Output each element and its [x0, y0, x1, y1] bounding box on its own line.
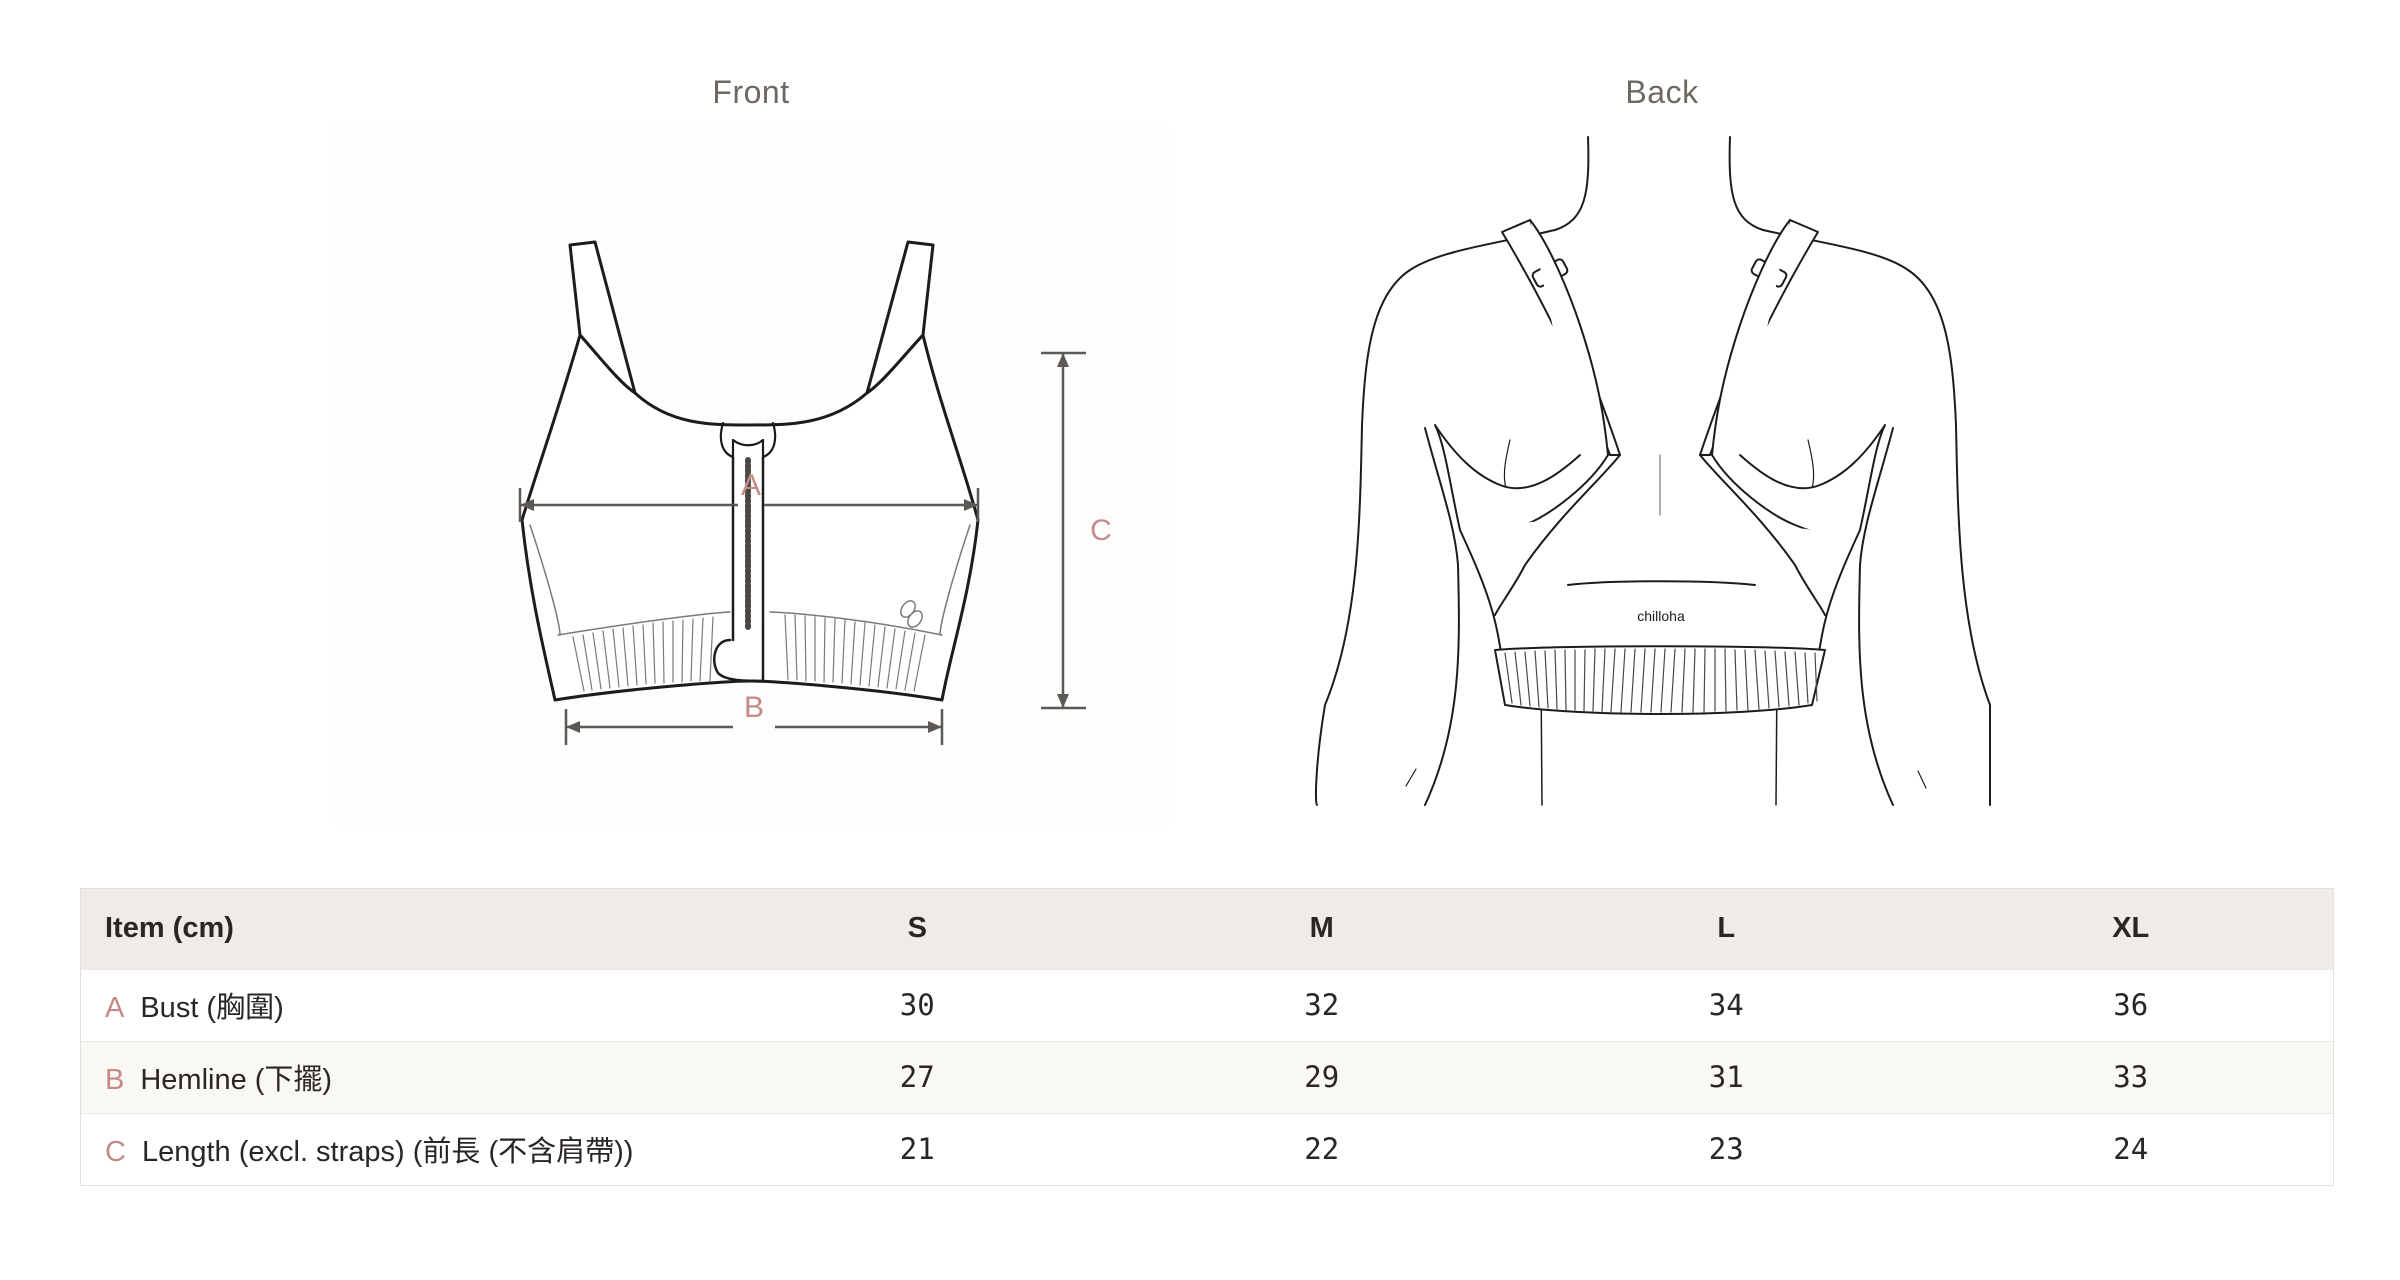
size-header-m: M	[1309, 912, 1334, 945]
brand-text: chilloha	[1637, 608, 1685, 624]
measurement-label-a: A	[741, 469, 761, 502]
row-label: Bust (胸圍)	[140, 992, 284, 1024]
table-cell: 31	[1708, 1060, 1744, 1094]
back-view-label: Back	[1625, 74, 1699, 110]
back-view-diagram: chilloha	[1300, 125, 2040, 825]
row-label: Length (excl. straps) (前長 (不含肩帶))	[141, 1136, 634, 1169]
table-cell: 30	[899, 988, 935, 1022]
table-row-hemline: B Hemline (下擺) 27 29 31 33	[81, 1041, 2333, 1113]
size-header-l: L	[1717, 912, 1736, 945]
measurement-label-b: B	[744, 691, 764, 724]
table-cell: 32	[1304, 988, 1340, 1022]
size-chart-table: Item (cm) S M L XL A Bust (胸圍) 30 32 34 3…	[80, 888, 2334, 1186]
back-bra-illustration: chilloha	[1314, 136, 1992, 806]
table-header-row: Item (cm) S M L XL	[81, 889, 2333, 969]
table-cell: 27	[899, 1060, 935, 1094]
item-column-header: Item (cm)	[105, 912, 234, 945]
front-bra-illustration: A B C	[518, 240, 1112, 745]
front-view-label: Front	[712, 74, 790, 110]
row-label-cell: C Length (excl. straps) (前長 (不含肩帶))	[81, 1113, 715, 1185]
table-cell: 36	[2113, 988, 2149, 1022]
table-cell: 33	[2113, 1060, 2149, 1094]
table-cell: 23	[1708, 1132, 1744, 1167]
table-cell: 24	[2113, 1132, 2149, 1167]
front-measurement-diagram: A B C	[330, 125, 1170, 825]
table-cell: 22	[1304, 1132, 1340, 1167]
row-letter: B	[105, 1064, 125, 1096]
table-row-bust: A Bust (胸圍) 30 32 34 36	[81, 969, 2333, 1041]
measurement-label-c: C	[1090, 514, 1112, 547]
row-label: Hemline (下擺)	[140, 1064, 333, 1096]
row-letter: C	[105, 1136, 126, 1169]
row-label-cell: B Hemline (下擺)	[81, 1041, 715, 1113]
table-cell: 29	[1304, 1060, 1340, 1094]
size-header-s: S	[907, 912, 927, 945]
row-label-cell: A Bust (胸圍)	[81, 969, 715, 1041]
size-header-xl: XL	[2112, 912, 2150, 945]
row-letter: A	[105, 992, 125, 1024]
table-cell: 21	[899, 1132, 935, 1167]
table-cell: 34	[1708, 988, 1744, 1022]
table-row-length: C Length (excl. straps) (前長 (不含肩帶)) 21 22…	[81, 1113, 2333, 1185]
